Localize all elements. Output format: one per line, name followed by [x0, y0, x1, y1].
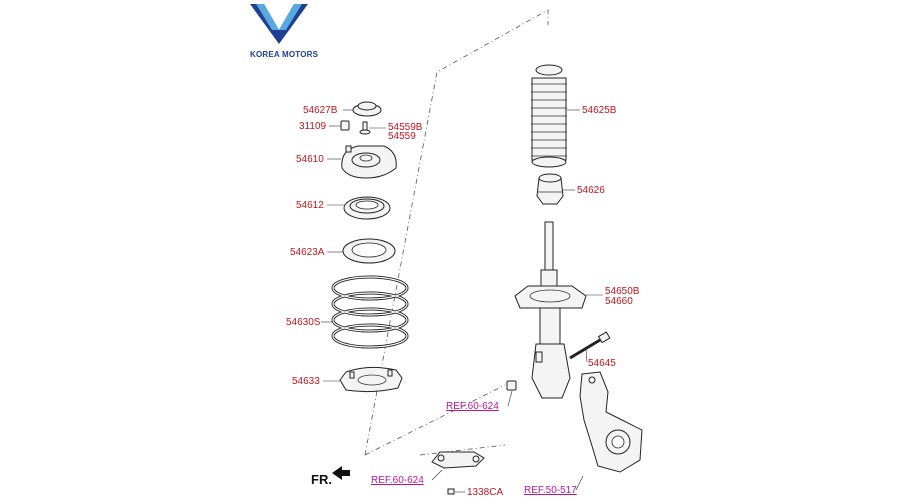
- label-54612: 54612: [296, 200, 324, 211]
- part-54623A-spring-pad: [327, 238, 396, 264]
- label-54627B: 54627B: [303, 105, 338, 116]
- part-31109-nut: [329, 120, 350, 131]
- part-54559-stud: [359, 121, 386, 135]
- part-54612-bearing: [327, 196, 391, 220]
- strut-nut: [506, 380, 517, 407]
- part-54626-bump-stopper: [536, 173, 575, 205]
- korea-motors-logo-mark: [250, 4, 308, 44]
- label-54623A: 54623A: [290, 247, 325, 258]
- label-1338CA: 1338CA: [467, 487, 504, 498]
- label-31109: 31109: [299, 121, 327, 132]
- label-54660: 54660: [605, 296, 633, 307]
- front-direction-label: FR.: [311, 472, 332, 487]
- label-54650B: 54650B: [605, 286, 640, 297]
- part-54630S-coil-spring: [321, 275, 409, 349]
- reference-link-60-624-strut[interactable]: REF.60-624: [446, 401, 499, 412]
- assembly-boundary-line: [364, 9, 549, 456]
- label-54633: 54633: [292, 376, 320, 387]
- part-54645-bolt: [569, 331, 611, 363]
- front-direction-arrow-icon: [332, 466, 350, 480]
- reference-link-60-624-bracket[interactable]: REF.60-624: [371, 475, 424, 486]
- part-1338CA-bolt: [447, 488, 465, 495]
- label-54559B: 54559B: [388, 122, 423, 133]
- part-54627B-cap: [343, 101, 382, 117]
- part-54650B-strut-assembly: [514, 221, 603, 399]
- part-54625B-dust-boot: [531, 64, 580, 168]
- steering-knuckle: [575, 371, 643, 491]
- label-54559: 54559: [388, 131, 416, 142]
- reference-link-50-517[interactable]: REF.50-517: [524, 485, 577, 496]
- part-54610-strut-mount: [327, 145, 397, 179]
- part-54633-lower-seat: [323, 366, 403, 393]
- label-54625B: 54625B: [582, 105, 617, 116]
- label-54645: 54645: [588, 358, 616, 369]
- brand-name: KOREA MOTORS: [250, 50, 319, 59]
- label-54630S: 54630S: [286, 317, 321, 328]
- label-54610: 54610: [296, 154, 324, 165]
- label-54626: 54626: [577, 185, 605, 196]
- stabilizer-link-bracket: [431, 451, 485, 481]
